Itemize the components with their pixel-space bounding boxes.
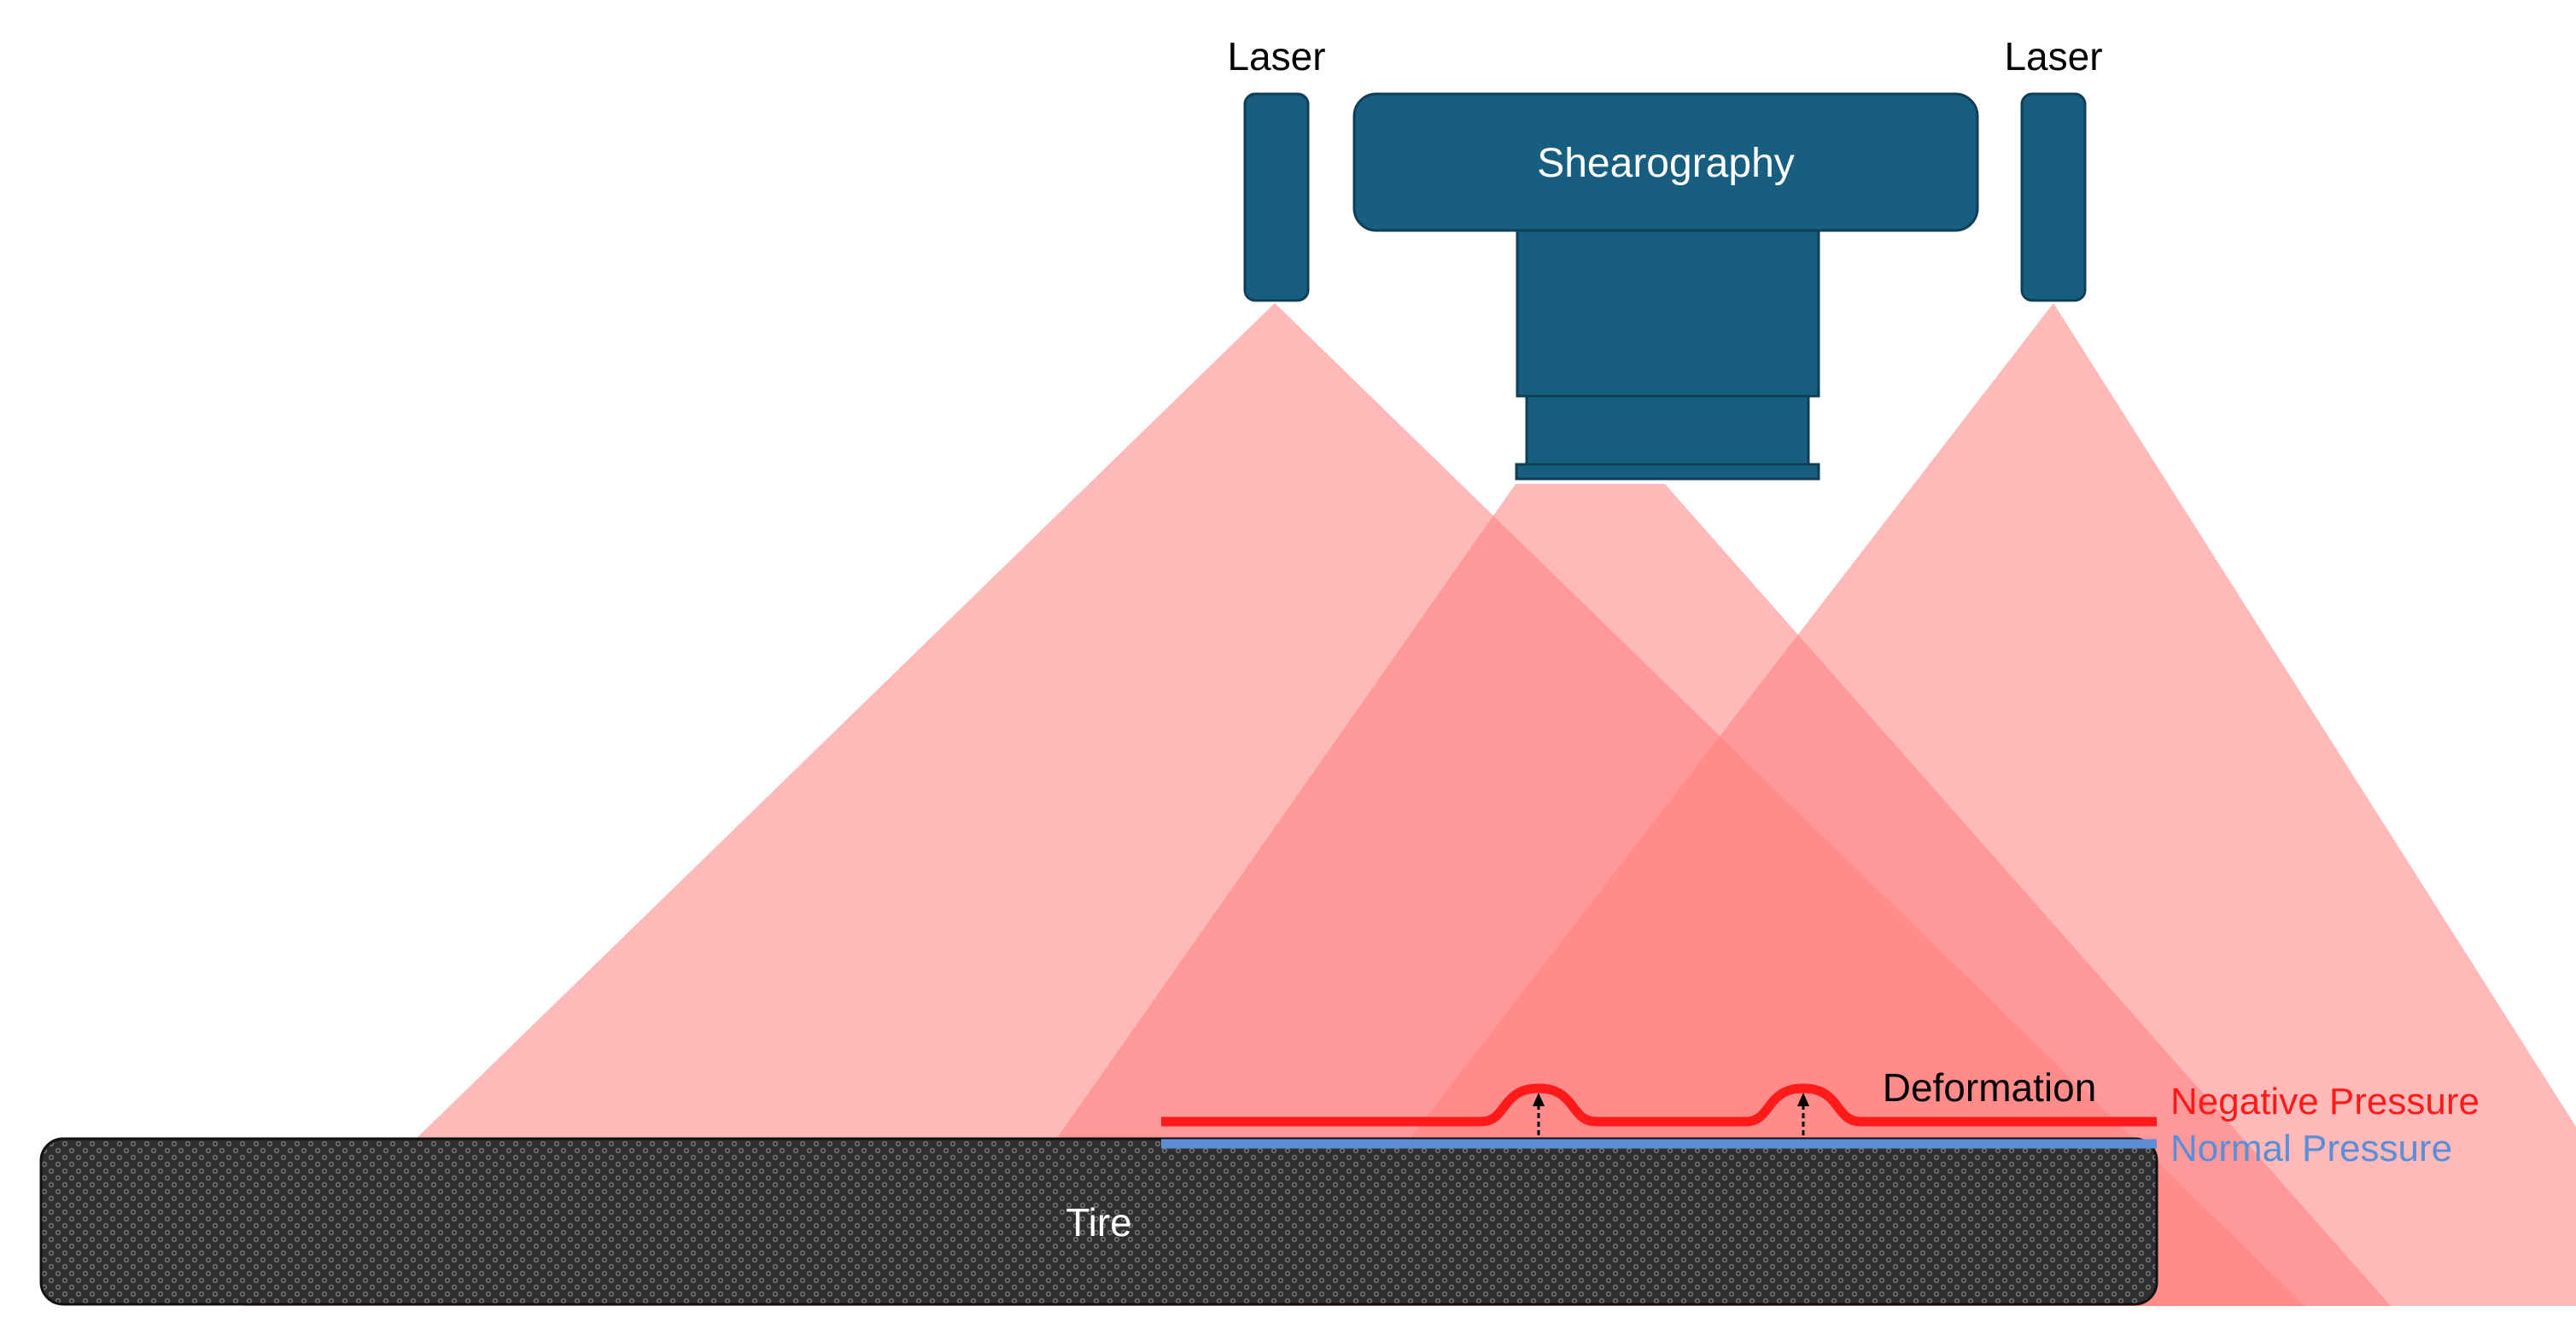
camera-label: Shearography — [1537, 141, 1795, 186]
camera-body — [1516, 227, 1820, 398]
laser-left — [1243, 92, 1310, 302]
camera-head — [1352, 92, 1979, 232]
deformation-label: Deformation — [1883, 1065, 2097, 1110]
laser-right — [2020, 92, 2087, 302]
arrow-up-icon — [1797, 1093, 1809, 1135]
laser-beam-right — [1281, 303, 2576, 1306]
beam-group — [244, 303, 2576, 1306]
normal-pressure-label: Normal Pressure — [2170, 1128, 2452, 1169]
laser-right-label: Laser — [2004, 34, 2102, 79]
laser-left-label: Laser — [1227, 34, 1325, 79]
tire-label: Tire — [1066, 1200, 1132, 1245]
negative-pressure-label: Negative Pressure — [2170, 1081, 2480, 1122]
arrow-up-icon — [1533, 1093, 1545, 1135]
camera-lens-rim — [1515, 463, 1820, 481]
camera-lens — [1525, 394, 1810, 466]
negative-pressure-line — [1161, 1083, 2157, 1127]
tire — [39, 1137, 2158, 1306]
shearography-camera: Shearography — [1352, 92, 1979, 481]
